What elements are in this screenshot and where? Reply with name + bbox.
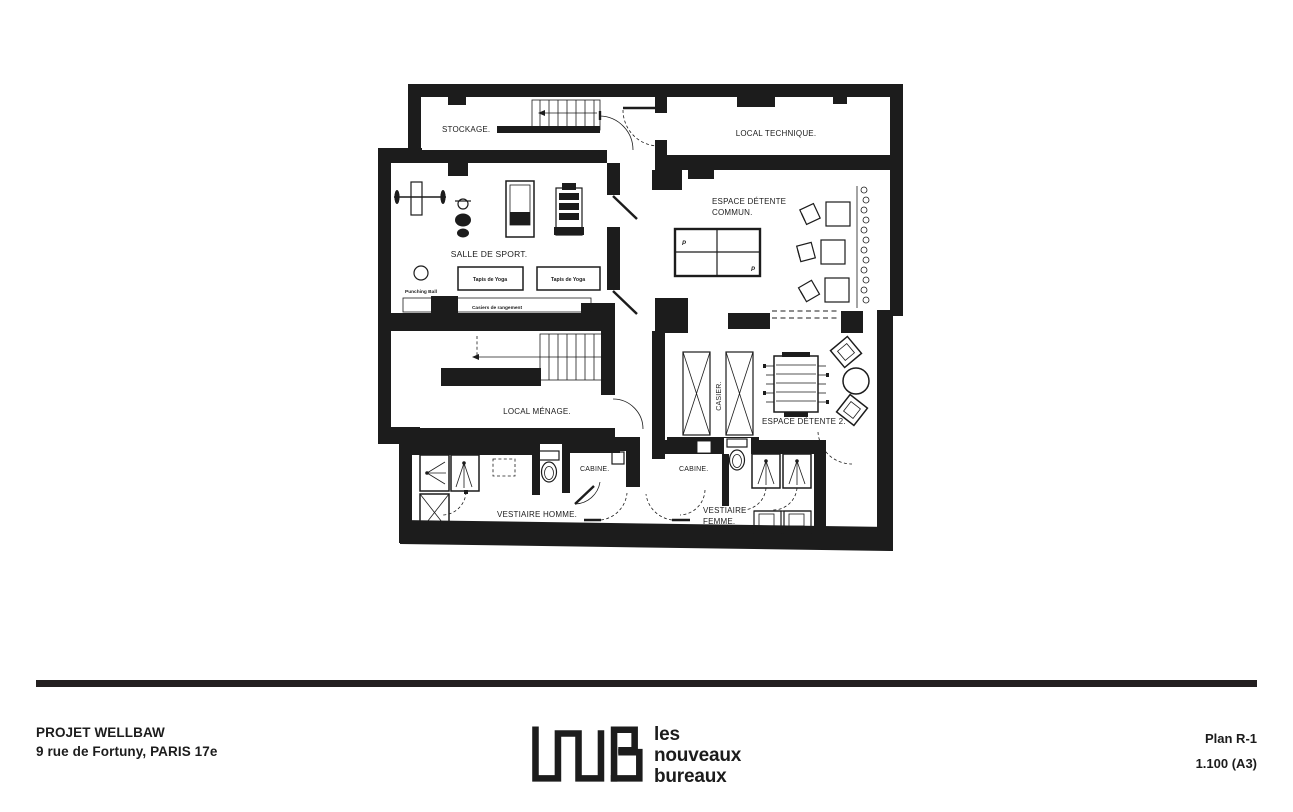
locker-x-icon (419, 493, 450, 532)
table-marker-p1: P (682, 241, 687, 247)
armchair-icon (829, 335, 869, 427)
room-label-vestiaire-femme-2: FEMME. (703, 517, 735, 526)
project-name: PROJET WELLBAW (36, 725, 165, 740)
treadmill-icon (505, 180, 535, 238)
yoga-mat (457, 266, 601, 291)
floor-plan: STOCKAGE. LOCAL TECHNIQUE. SALLE DE SPOR… (375, 78, 911, 566)
project-address: 9 rue de Fortuny, PARIS 17e (36, 744, 218, 759)
weight-machine-icon (554, 183, 584, 236)
room-label-stockage: STOCKAGE. (442, 125, 490, 134)
lnb-logo-mark (532, 726, 643, 782)
room-label-local-technique: LOCAL TECHNIQUE. (736, 129, 817, 138)
logo-line-2: nouveaux (654, 744, 742, 766)
storage-lockers-strip (402, 297, 592, 313)
door-arc (441, 106, 853, 522)
foosball-table-icon (763, 352, 829, 417)
radiator-icon (856, 186, 870, 308)
bench-icon (492, 458, 516, 477)
round-table-icon (842, 367, 870, 395)
shower-icon-femme (751, 453, 812, 489)
footer-divider (36, 680, 1257, 687)
exercise-bike-icon (455, 198, 471, 238)
table-marker-p2: P (751, 267, 756, 273)
walls (378, 84, 903, 551)
locker-icon (682, 351, 754, 454)
cabinet-box (611, 451, 625, 465)
room-label-cabine-femme: CABINE. (679, 466, 708, 473)
logo-line-1: les (654, 723, 680, 745)
plan-scale: 1.100 (A3) (1195, 756, 1257, 771)
stairs-lower-icon (472, 333, 613, 381)
lnb-logo: les nouveaux bureaux (528, 722, 741, 788)
room-label-local-menage: LOCAL MÉNAGE. (503, 407, 571, 416)
room-label-espace-detente-commun-2: COMMUN. (712, 208, 753, 217)
room-label-cabine-homme: CABINE. (580, 466, 609, 473)
plan-info: Plan R-1 1.100 (A3) (1196, 726, 1257, 776)
project-info: PROJET WELLBAW 9 rue de Fortuny, PARIS 1… (36, 723, 218, 761)
side-tables (820, 201, 851, 303)
yoga-mat-label-2: Tapis de Yoga (551, 277, 585, 283)
sink-icon (753, 510, 812, 534)
logo-line-3: bureaux (654, 765, 727, 787)
barbell-bench-icon (394, 181, 446, 216)
punching-ball-label: Punching Ball (405, 289, 437, 295)
lnb-logo-text: les nouveaux bureaux (654, 724, 741, 787)
punching-ball-icon (413, 265, 429, 281)
room-label-casier: CASIER. (716, 381, 723, 410)
room-label-vestiaire-femme-1: VESTIAIRE (703, 506, 747, 515)
room-label-vestiaire-homme: VESTIAIRE HOMME. (497, 510, 577, 519)
room-label-salle-de-sport: SALLE DE SPORT. (451, 249, 528, 259)
plan-ref: Plan R-1 (1204, 731, 1257, 746)
shower-icon (419, 454, 480, 492)
stairs-top-icon (531, 99, 601, 131)
dashed-opening (772, 310, 840, 319)
casiers-rangement-label: Casiers de rangement (472, 305, 523, 311)
meeting-table (673, 227, 762, 278)
room-label-espace-detente-commun-1: ESPACE DÉTENTE (712, 197, 786, 206)
toilet-icon (538, 438, 748, 483)
yoga-mat-label-1: Tapis de Yoga (473, 277, 507, 283)
chair-icon (795, 202, 821, 303)
room-label-espace-detente-2: ESPACE DÉTENTE 2. (762, 417, 846, 426)
